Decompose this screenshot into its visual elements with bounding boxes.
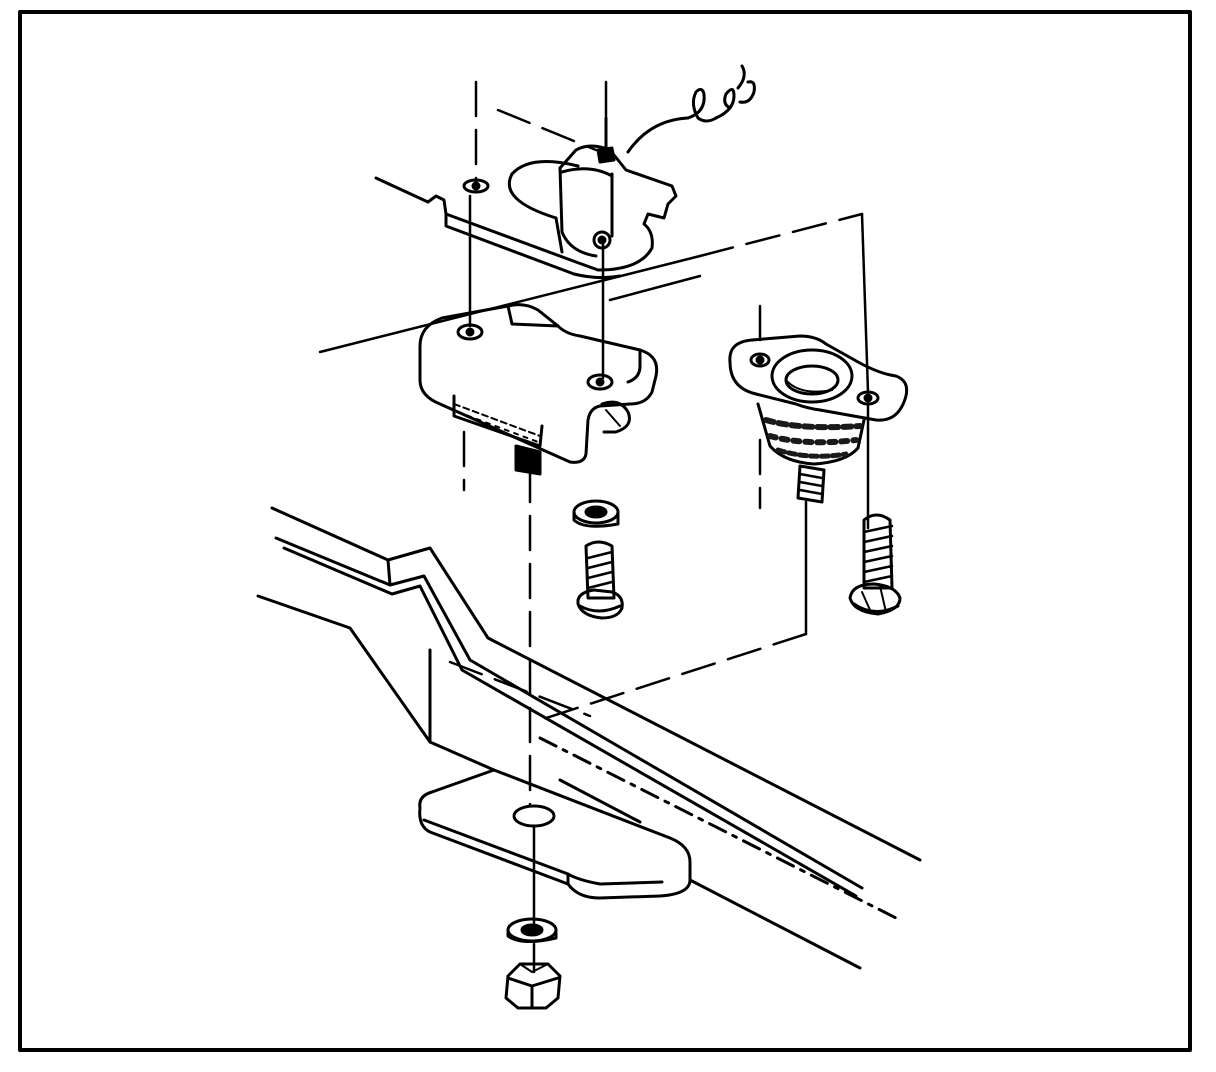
diagram-border bbox=[18, 10, 1192, 1052]
cushion-stud bbox=[796, 464, 826, 504]
block-bolt-hole-right bbox=[586, 373, 614, 391]
alignment-center-lines bbox=[318, 80, 870, 974]
lower-washer bbox=[506, 917, 558, 943]
cushion-center-bore bbox=[770, 348, 854, 404]
frame-rail bbox=[256, 506, 922, 970]
hex-nut bbox=[504, 962, 562, 1010]
flange-bolt bbox=[848, 513, 902, 616]
mounting-bracket-with-tab bbox=[374, 116, 678, 280]
bracket-bolt-hole bbox=[462, 178, 490, 194]
pad-bolt-hole bbox=[512, 804, 556, 828]
block-bolt-hole-left bbox=[456, 323, 484, 341]
tab-bolt-hole bbox=[592, 230, 612, 250]
cushion-hole-right bbox=[856, 390, 880, 406]
bolt bbox=[576, 540, 624, 620]
block-stud bbox=[514, 444, 542, 476]
upper-mount-block bbox=[418, 303, 659, 476]
flat-washer bbox=[572, 499, 620, 528]
wire-pigtail bbox=[626, 64, 756, 154]
side-mount-cushion bbox=[728, 334, 909, 504]
frame-mount-pad bbox=[418, 768, 692, 900]
cushion-hole-left bbox=[749, 352, 771, 368]
